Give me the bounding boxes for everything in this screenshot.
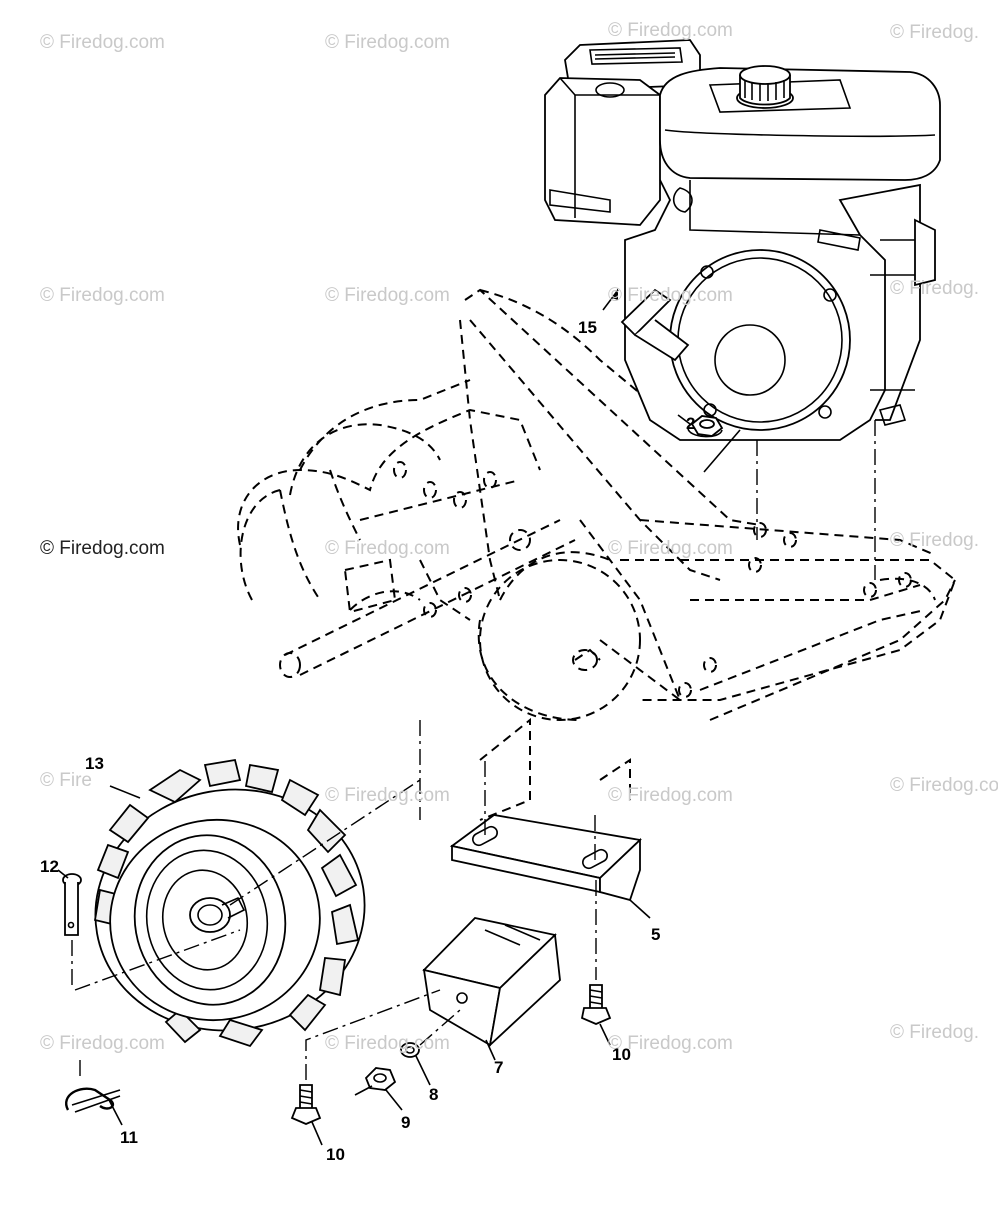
callout-nut-engine: 2 <box>686 414 696 433</box>
watermark-partial: © Firedog. <box>890 278 979 299</box>
watermark-partial: © Firedog.com <box>890 775 998 796</box>
watermark-fragment: © Fire <box>40 770 92 791</box>
callout-wheel: 13 <box>85 754 104 773</box>
callout-bracket: 5 <box>651 925 661 944</box>
flange-nut-engine <box>677 414 741 473</box>
bracket-mount-phantom <box>479 717 531 821</box>
watermark: © Firedog.com <box>608 285 733 306</box>
watermark: © Firedog.com <box>608 20 733 41</box>
callout-engine: 15 <box>578 318 597 337</box>
watermark: © Firedog.com <box>40 32 165 53</box>
hairpin-clip <box>65 1060 123 1126</box>
watermark: © Firedog.com <box>325 32 450 53</box>
lock-washer <box>400 1009 461 1086</box>
callout-washer: 8 <box>429 1085 439 1104</box>
watermark: © Firedog.com <box>40 538 165 559</box>
watermark: © Firedog.com <box>325 538 450 559</box>
hex-nut <box>354 1067 403 1111</box>
watermark-partial: © Firedog. <box>890 530 979 551</box>
watermark: © Firedog.com <box>608 785 733 806</box>
watermark: © Firedog.com <box>325 285 450 306</box>
wheel-weight-block <box>422 917 561 1048</box>
leader-lines <box>109 288 651 1061</box>
watermark: © Firedog.com <box>40 285 165 306</box>
watermark: © Firedog.com <box>325 1033 450 1054</box>
tire-and-rim <box>74 720 421 1048</box>
watermark: © Firedog.com <box>608 538 733 559</box>
bracket-mount-phantom-right <box>599 758 631 800</box>
callout-bolt-right: 10 <box>612 1045 631 1064</box>
hex-bolt-left <box>290 989 441 1146</box>
callout-hairpin-clip: 11 <box>120 1128 138 1147</box>
callout-weight-block: 7 <box>494 1058 504 1077</box>
watermark: © Firedog.com <box>608 1033 733 1054</box>
callout-clevis-pin: 12 <box>40 857 59 876</box>
tiller-frame-phantom <box>237 288 957 721</box>
watermark: © Firedog.com <box>40 1033 165 1054</box>
engine-drawing <box>544 39 941 580</box>
weight-bracket <box>449 760 642 902</box>
clevis-pin <box>57 869 82 990</box>
callout-nut: 9 <box>401 1113 411 1132</box>
callout-bolt-left: 10 <box>326 1145 345 1164</box>
watermark-partial: © Firedog. <box>890 22 979 43</box>
watermark-partial: © Firedog. <box>890 1022 979 1043</box>
watermark: © Firedog.com <box>325 785 450 806</box>
hex-bolt-right <box>580 880 612 1046</box>
